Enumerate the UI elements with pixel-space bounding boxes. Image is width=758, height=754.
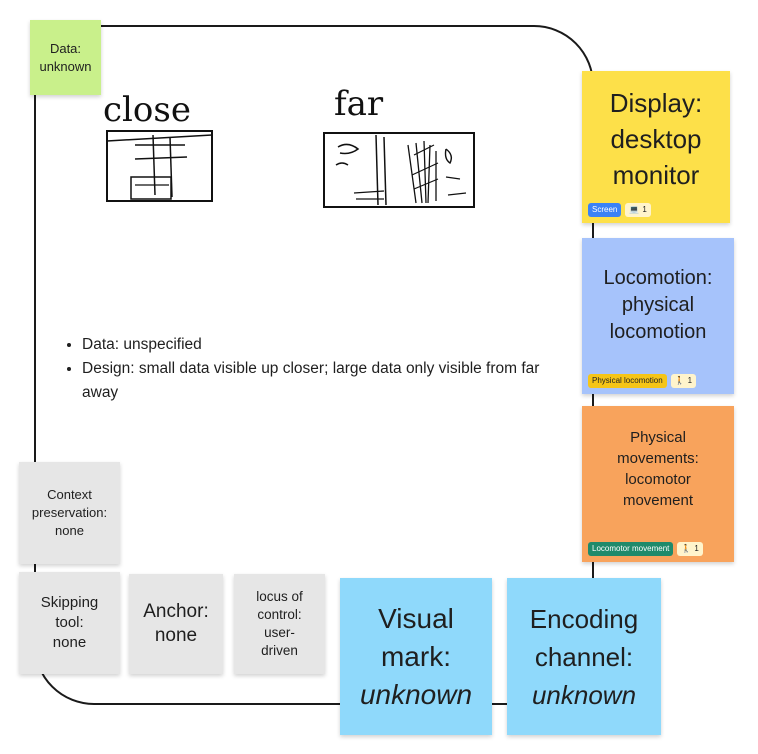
far-label: far [334, 85, 384, 124]
visual-mark-value: unknown [359, 678, 473, 710]
encoding-channel-label: Encoding channel: [529, 603, 639, 672]
context-preservation-text: Context preservation: none [31, 487, 108, 538]
skipping-tool-note[interactable]: Skipping tool: none [19, 572, 120, 674]
skipping-tool-text: Skipping tool: none [40, 594, 99, 651]
locomotion-note-text: Locomotion: physical locomotion [603, 266, 713, 343]
physical-movements-note[interactable]: Physical movements: locomotor movement L… [582, 406, 734, 562]
display-count: 1 [642, 205, 647, 214]
data-note[interactable]: Data: unknown [30, 20, 101, 95]
far-sketch: far [323, 85, 475, 208]
walking-person-icon: 🚶 [681, 544, 692, 553]
close-sketch: close [103, 90, 213, 202]
physical-count: 1 [694, 544, 699, 553]
visual-mark-note[interactable]: Visual mark: unknown [340, 578, 492, 735]
locomotion-note[interactable]: Locomotion: physical locomotion Physical… [582, 238, 734, 394]
locomotion-count: 1 [687, 376, 693, 385]
anchor-text: Anchor: none [143, 601, 209, 646]
locomotor-movement-tag[interactable]: Locomotor movement [588, 542, 674, 556]
encoding-channel-note[interactable]: Encoding channel: unknown [507, 578, 661, 735]
context-preservation-note[interactable]: Context preservation: none [19, 462, 120, 564]
screen-tag[interactable]: Screen [588, 203, 622, 217]
close-label: close [103, 90, 191, 130]
walking-person-icon: 🚶 [674, 376, 685, 385]
physical-locomotion-tag[interactable]: Physical locomotion [588, 374, 667, 388]
laptop-icon: 💻 [629, 205, 640, 214]
description-list: Data: unspecified Design: small data vis… [62, 333, 562, 405]
data-note-text: Data: unknown [39, 40, 92, 74]
display-count-badge: 💻 1 [625, 203, 651, 217]
visual-mark-label: Visual mark: [378, 602, 454, 672]
locus-of-control-text: locus of control: user- driven [256, 589, 303, 658]
physical-movements-note-text: Physical movements: locomotor movement [617, 429, 699, 509]
locus-of-control-note[interactable]: locus of control: user- driven [234, 574, 325, 674]
display-note-text: Display: desktop monitor [609, 88, 703, 190]
bullet-design: Design: small data visible up closer; la… [82, 357, 562, 405]
encoding-channel-value: unknown [531, 679, 637, 710]
locomotion-count-badge: 🚶 1 [670, 374, 697, 388]
display-note[interactable]: Display: desktop monitor Screen 💻 1 [582, 71, 730, 223]
anchor-note[interactable]: Anchor: none [129, 574, 223, 674]
physical-count-badge: 🚶 1 [677, 542, 703, 556]
bullet-data: Data: unspecified [82, 333, 562, 357]
